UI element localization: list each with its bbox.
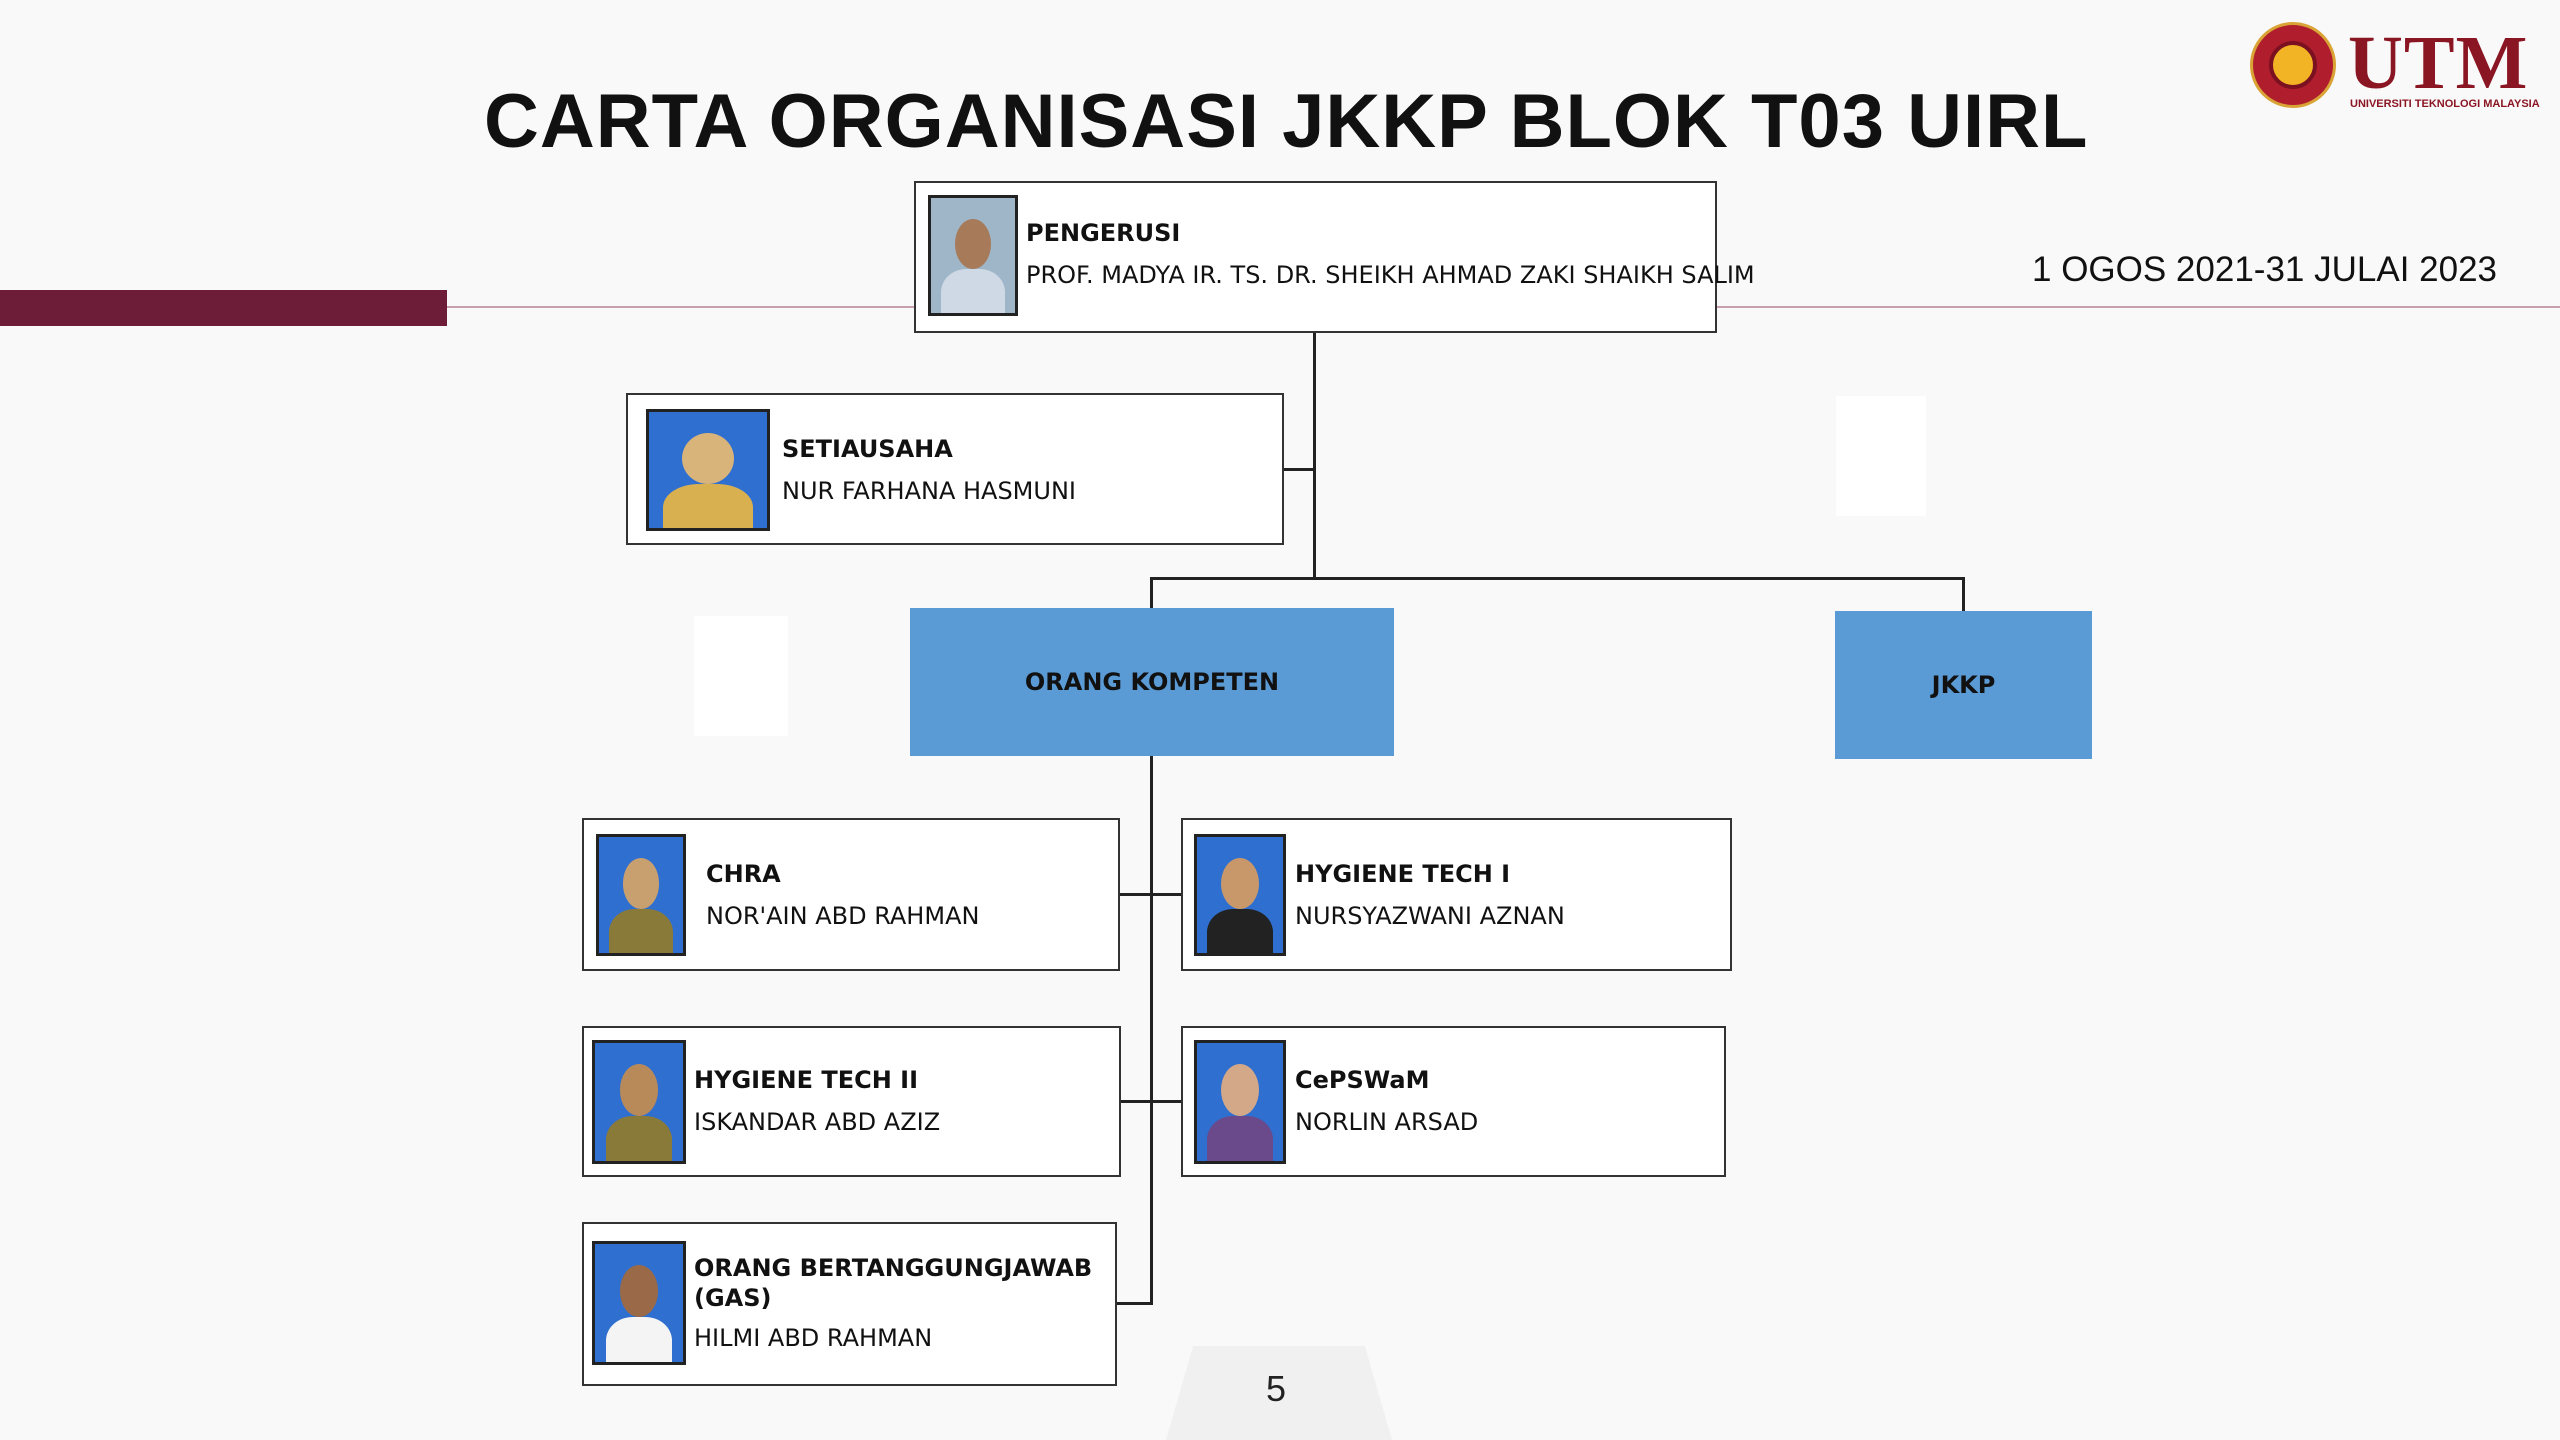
member-photo xyxy=(1194,1040,1286,1164)
member-node: HYGIENE TECH II ISKANDAR ABD AZIZ xyxy=(582,1026,1121,1177)
chair-photo xyxy=(928,195,1018,316)
member-name: NURSYAZWANI AZNAN xyxy=(1295,902,1565,930)
member-role: HYGIENE TECH II xyxy=(694,1066,919,1094)
member-node: CePSWaM NORLIN ARSAD xyxy=(1181,1026,1726,1177)
divider-right xyxy=(1716,306,2560,308)
connector-row1 xyxy=(1118,893,1184,896)
member-node: HYGIENE TECH I NURSYAZWANI AZNAN xyxy=(1181,818,1732,971)
chair-node: PENGERUSI PROF. MADYA IR. TS. DR. SHEIKH… xyxy=(914,181,1755,333)
connector-secretary xyxy=(1282,468,1316,471)
member-name: HILMI ABD RAHMAN xyxy=(694,1324,933,1352)
connector-chair-trunk xyxy=(1313,332,1316,580)
connector-to-jkkp xyxy=(1962,577,1965,612)
member-node: CHRA NOR'AIN ABD RAHMAN xyxy=(582,818,1120,971)
connector-row2 xyxy=(1118,1100,1184,1103)
member-photo xyxy=(596,834,686,956)
chair-name: PROF. MADYA IR. TS. DR. SHEIKH AHMAD ZAK… xyxy=(1026,261,1755,289)
member-photo xyxy=(1194,834,1286,956)
chair-role: PENGERUSI xyxy=(1026,219,1181,247)
member-role: HYGIENE TECH I xyxy=(1295,860,1511,888)
member-role: CHRA xyxy=(706,860,781,888)
utm-crest-icon xyxy=(2250,22,2336,108)
secretary-role: SETIAUSAHA xyxy=(782,435,953,463)
member-node: ORANG BERTANGGUNGJAWAB (GAS) HILMI ABD R… xyxy=(582,1222,1117,1386)
member-name: NOR'AIN ABD RAHMAN xyxy=(706,902,980,930)
connector-row3 xyxy=(1114,1302,1153,1305)
secretary-node: SETIAUSAHA NUR FARHANA HASMUNI xyxy=(626,393,1284,545)
blank-placeholder xyxy=(1836,396,1926,516)
member-name: NORLIN ARSAD xyxy=(1295,1108,1479,1136)
group-jkkp: JKKP xyxy=(1835,611,2092,759)
utm-logo: UTM UNIVERSITI TEKNOLOGI MALAYSIA xyxy=(2250,21,2540,114)
logo-text: UTM xyxy=(2348,21,2529,105)
blank-placeholder xyxy=(694,616,788,736)
member-photo xyxy=(592,1241,686,1365)
member-role-line2: (GAS) xyxy=(694,1284,772,1312)
member-photo xyxy=(592,1040,686,1164)
member-role: ORANG BERTANGGUNGJAWAB xyxy=(694,1254,1093,1282)
member-role: CePSWaM xyxy=(1295,1066,1430,1094)
page-number-tab xyxy=(1166,1346,1392,1440)
connector-to-orang-kompeten xyxy=(1150,577,1153,609)
accent-bar xyxy=(0,290,447,326)
secretary-photo xyxy=(646,409,770,531)
slide-title: CARTA ORGANISASI JKKP BLOK T03 UIRL xyxy=(484,79,2089,164)
connector-groups-bar xyxy=(1150,577,1965,580)
date-range: 1 OGOS 2021-31 JULAI 2023 xyxy=(2032,250,2497,289)
page-number: 5 xyxy=(1266,1368,1287,1409)
group-orang-kompeten: ORANG KOMPETEN xyxy=(910,608,1394,756)
logo-subtitle: UNIVERSITI TEKNOLOGI MALAYSIA xyxy=(2350,98,2540,110)
divider-left xyxy=(447,306,915,308)
connector-members-trunk xyxy=(1150,756,1153,1305)
member-name: ISKANDAR ABD AZIZ xyxy=(694,1108,941,1136)
secretary-name: NUR FARHANA HASMUNI xyxy=(782,477,1076,505)
